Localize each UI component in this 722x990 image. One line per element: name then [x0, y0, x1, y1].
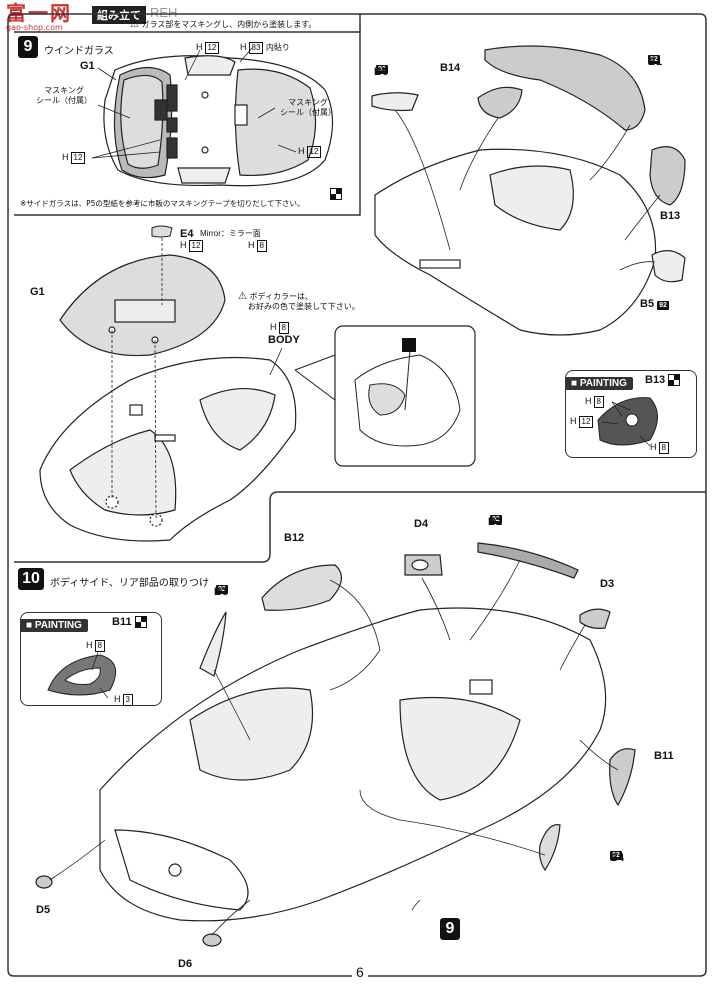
step-9-top-note: ⚠ ガラス部をマスキングし、内側から塗装します。: [130, 19, 317, 30]
part-b5-label: B5 92: [640, 298, 669, 310]
badge-92-b4: 92: [610, 851, 622, 860]
part-b14-label: B14: [440, 62, 461, 74]
body-label: BODY: [268, 334, 300, 346]
painting-b11-part: B11: [112, 616, 147, 629]
badge-92-b6: 92: [376, 65, 388, 74]
part-g1-lower-label: G1: [30, 286, 45, 298]
part-b12-label: B12: [284, 532, 305, 544]
warning-icon: ⚠: [130, 19, 139, 30]
part-b13-label: B13: [660, 210, 681, 222]
part-b1-label: B1: [648, 56, 663, 68]
step-10-number: 10: [18, 568, 44, 590]
step-9-number: 9: [18, 36, 38, 58]
masking-right-label: マスキング シール（付属）: [280, 98, 336, 117]
badge-92-b2: 92: [490, 515, 502, 524]
step-9-title: ウインドガラス: [44, 46, 114, 57]
part-b11-label: B11: [654, 750, 674, 762]
part-b4-label: B4: [610, 852, 625, 864]
logo-url: gao-shop.com: [6, 23, 63, 32]
page-number: 6: [352, 964, 368, 980]
step-10-title: ボディサイド、リア部品の取りつけ: [50, 578, 209, 589]
part-g1-label: G1: [80, 60, 95, 72]
step-9-reference: 9: [440, 918, 460, 940]
masking-left-label: マスキング シール（付属）: [36, 86, 92, 105]
section-title: 組み立て: [92, 6, 146, 24]
body-color-note: ⚠ ボディカラーは、 お好みの色で塗装して下さい。: [238, 291, 360, 312]
part-d6-label: D6: [178, 958, 193, 970]
painting-b11-box: [20, 612, 162, 706]
part-d5-label: D5: [36, 904, 51, 916]
part-b6-label: B6: [374, 66, 389, 78]
part-d4-label: D4: [414, 518, 429, 530]
logo-text: 富一网: [6, 1, 72, 25]
site-logo: 富一网 gao-shop.com: [6, 2, 92, 32]
painting-b13-box: [565, 370, 697, 458]
badge-92-b3: 92: [216, 585, 228, 594]
checker-icon: [134, 616, 147, 629]
part-d3-label: D3: [600, 578, 615, 590]
part-e4-label: E4: [180, 228, 194, 240]
section-suffix: REH: [150, 5, 178, 20]
mirror-desc: Mirror：ミラー面: [200, 229, 261, 238]
part-b2-label: B2: [488, 516, 503, 528]
part-b3-label: B3: [214, 586, 229, 598]
painting-b13-title: ■ PAINTING: [565, 371, 633, 390]
badge-92-b1: 92: [648, 55, 660, 64]
checker-icon: [668, 374, 681, 387]
warning-icon: ⚠: [238, 291, 247, 302]
side-glass-note: ※サイドガラスは、P5の型紙を参考に市販のマスキングテープを切りだして下さい。: [20, 199, 305, 208]
painting-b11-title: ■ PAINTING: [20, 613, 88, 632]
painting-b13-part: B13: [645, 374, 681, 387]
checker-icon: [330, 188, 342, 200]
